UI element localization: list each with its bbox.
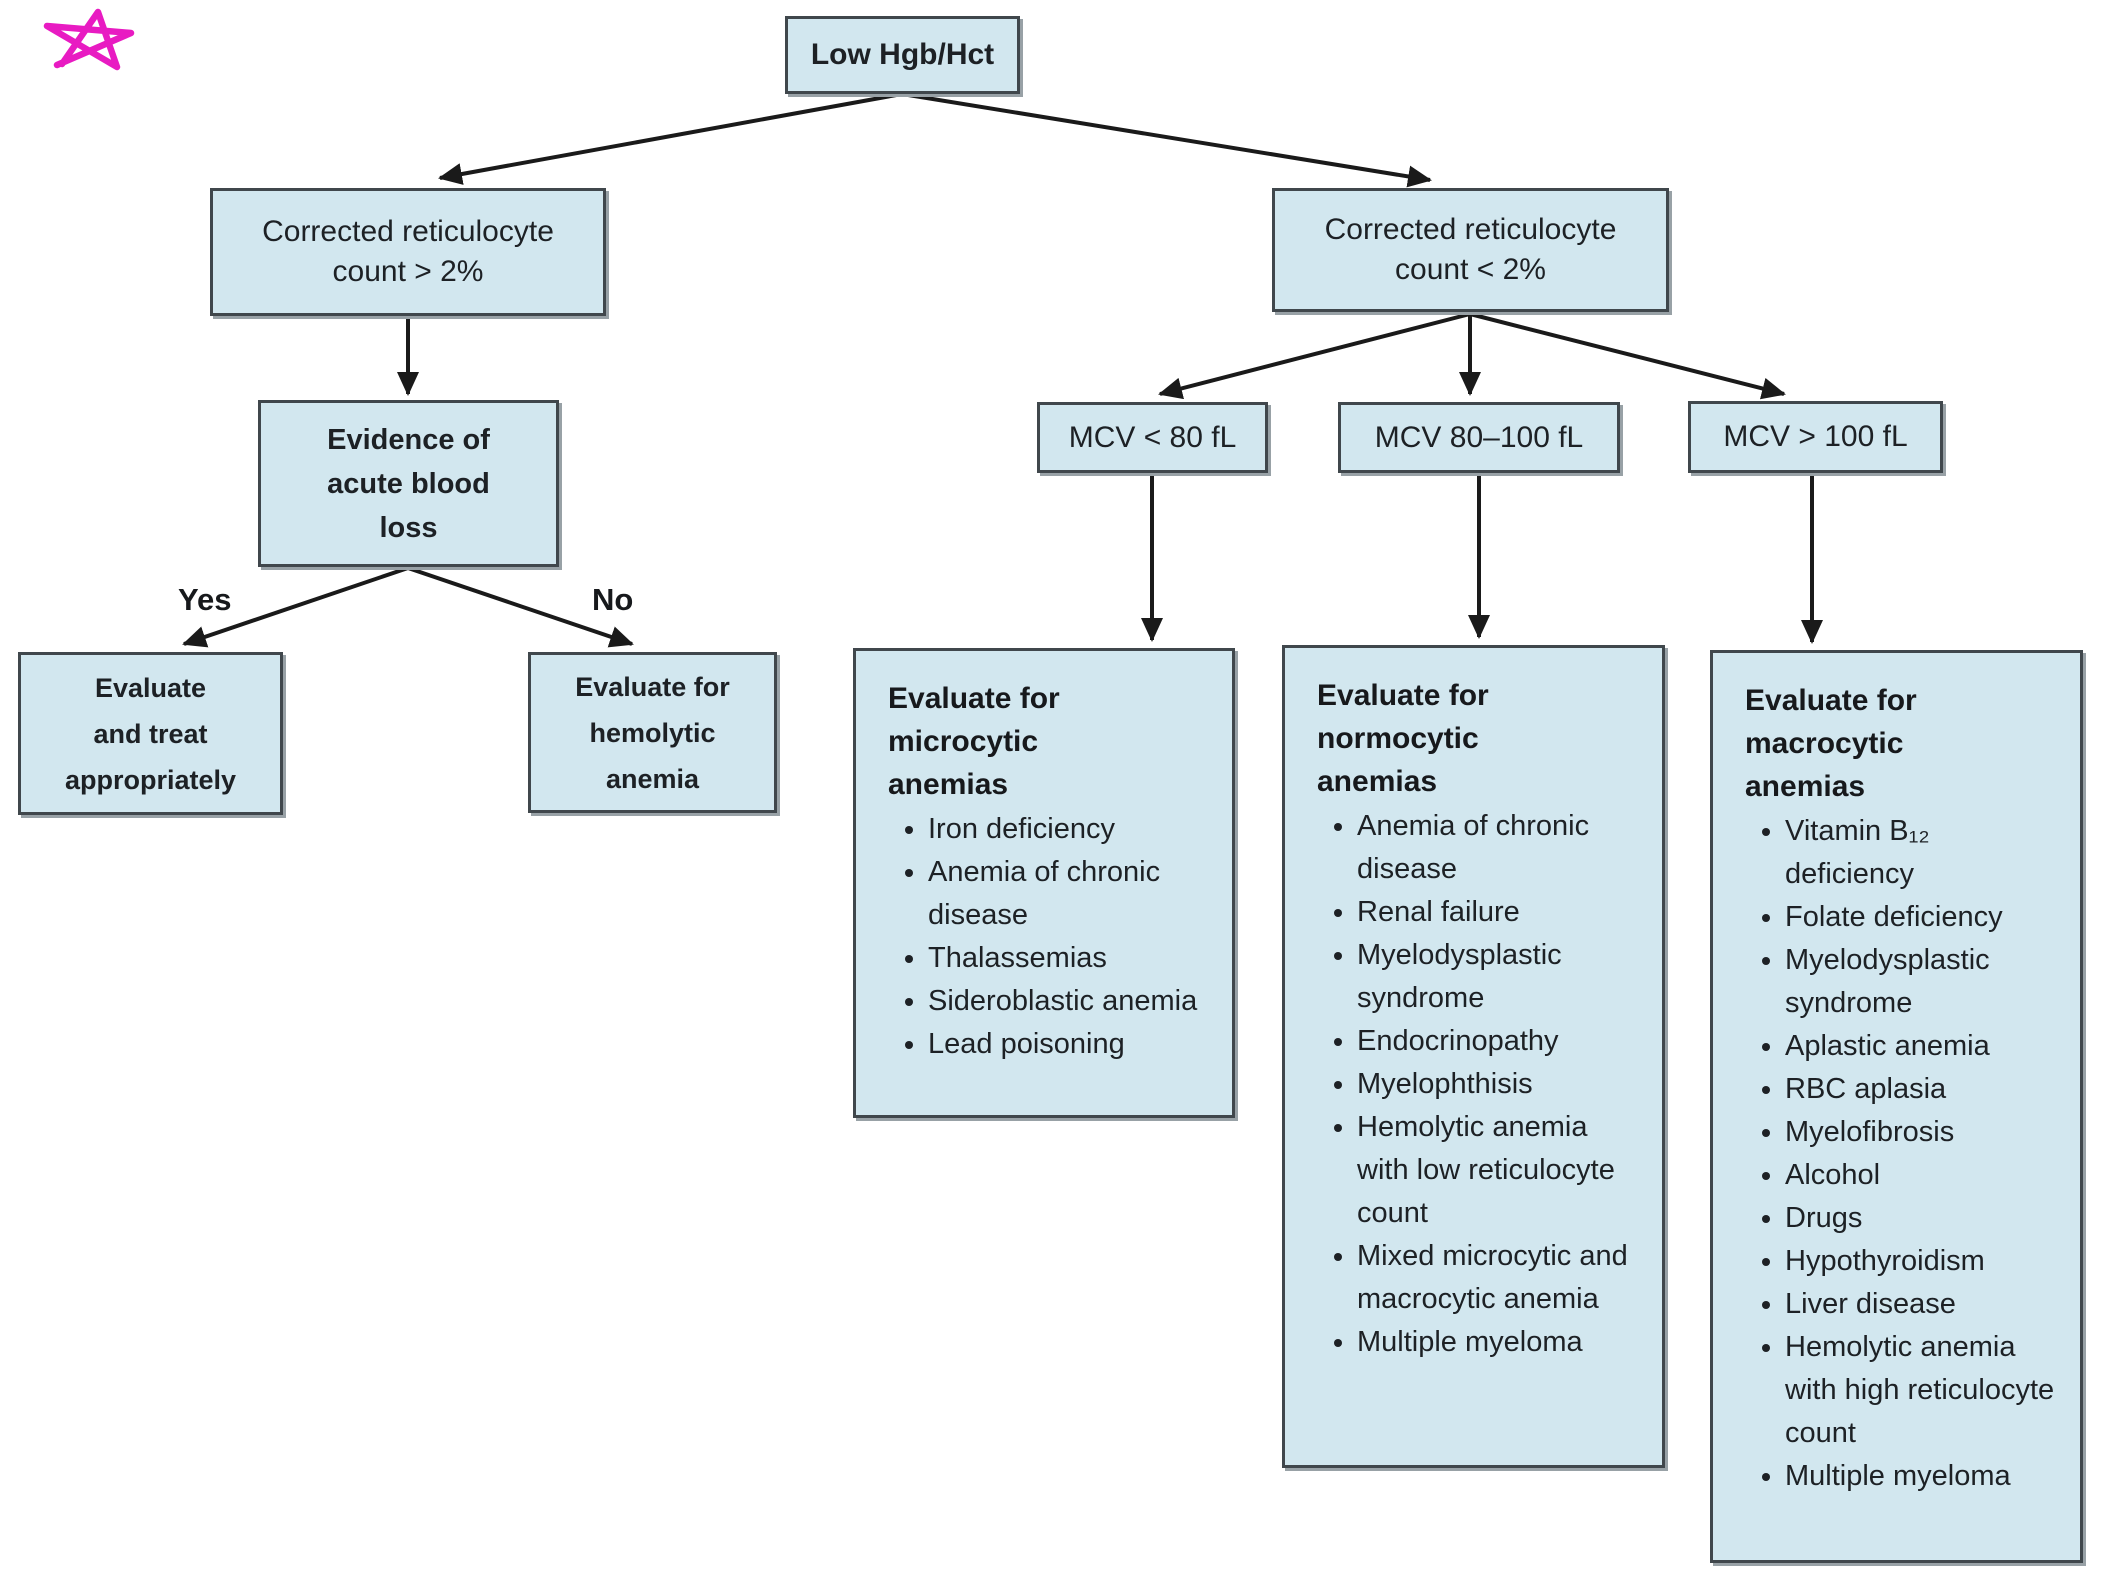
arrow-root-to-retic-high	[438, 92, 903, 185]
node-mcv-80-100: MCV 80–100 fL	[1338, 402, 1620, 473]
node-retic-count-high: Corrected reticulocyte count > 2%	[210, 188, 606, 316]
branch-label-yes: Yes	[178, 582, 232, 617]
node-mcv-80-100-label: MCV 80–100 fL	[1374, 420, 1584, 454]
box-macrocytic-anemias: Evaluate for macrocytic anemias Vitamin …	[1710, 650, 2083, 1563]
list-item: Hemolytic anemia with high reticulocyte …	[1785, 1326, 2064, 1455]
list-item: Thalassemias	[928, 937, 1216, 980]
node-mcv-over-100: MCV > 100 fL	[1688, 401, 1943, 473]
node-mcv-under-80-label: MCV < 80 fL	[1068, 420, 1237, 454]
arrow-retic-low-to-mcv-high	[1469, 312, 1786, 400]
node-mcv-over-100-label: MCV > 100 fL	[1723, 420, 1908, 453]
box-microcytic-anemias: Evaluate for microcytic anemias Iron def…	[853, 648, 1235, 1118]
node-evaluate-treat: Evaluate and treat appropriately	[18, 652, 283, 815]
node-retic-count-low: Corrected reticulocyte count < 2%	[1272, 188, 1669, 312]
star-doodle-icon	[43, 8, 135, 71]
list-item: Multiple myeloma	[1785, 1455, 2064, 1498]
list-item: Mixed microcytic and macrocytic anemia	[1357, 1235, 1646, 1321]
node-evaluate-hemolytic-label: Evaluate for hemolytic anemia	[575, 671, 730, 794]
arrow-root-to-retic-low	[901, 92, 1432, 188]
node-retic-count-low-label: Corrected reticulocyte count < 2%	[1324, 213, 1617, 286]
arrow-retic-low-to-mcv-low	[1158, 312, 1471, 400]
list-item: Myelofibrosis	[1785, 1111, 2064, 1154]
list-item: Myelodysplastic syndrome	[1785, 939, 2064, 1025]
box-normocytic-anemias: Evaluate for normocytic anemias Anemia o…	[1282, 645, 1665, 1468]
box-microcytic-list: Iron deficiencyAnemia of chronic disease…	[888, 808, 1216, 1066]
node-retic-count-high-label: Corrected reticulocyte count > 2%	[262, 215, 554, 288]
list-item: Renal failure	[1357, 891, 1646, 934]
list-item: Myelophthisis	[1357, 1063, 1646, 1106]
box-normocytic-title: Evaluate for normocytic anemias	[1317, 679, 1489, 798]
node-mcv-under-80: MCV < 80 fL	[1037, 402, 1268, 473]
list-item: Alcohol	[1785, 1154, 2064, 1197]
box-normocytic-list: Anemia of chronic diseaseRenal failureMy…	[1317, 805, 1646, 1364]
box-microcytic-title: Evaluate for microcytic anemias	[888, 682, 1060, 801]
list-item: Endocrinopathy	[1357, 1020, 1646, 1063]
list-item: Iron deficiency	[928, 808, 1216, 851]
list-item: RBC aplasia	[1785, 1068, 2064, 1111]
branch-label-no: No	[592, 582, 634, 617]
list-item: Sideroblastic anemia	[928, 980, 1216, 1023]
node-low-hgb-hct-label: Low Hgb/Hct	[810, 38, 995, 71]
list-item: Aplastic anemia	[1785, 1025, 2064, 1068]
list-item: Hypothyroidism	[1785, 1240, 2064, 1283]
box-macrocytic-list: Vitamin B₁₂ deficiencyFolate deficiencyM…	[1745, 810, 2064, 1498]
node-evaluate-hemolytic: Evaluate for hemolytic anemia	[528, 652, 777, 813]
list-item: Anemia of chronic disease	[928, 851, 1216, 937]
list-item: Hemolytic anemia with low reticulocyte c…	[1357, 1106, 1646, 1235]
list-item: Vitamin B₁₂ deficiency	[1785, 810, 2064, 896]
list-item: Drugs	[1785, 1197, 2064, 1240]
node-evidence-acute-blood-loss: Evidence of acute blood loss	[258, 400, 559, 567]
list-item: Folate deficiency	[1785, 896, 2064, 939]
list-item: Lead poisoning	[928, 1023, 1216, 1066]
box-macrocytic-title: Evaluate for macrocytic anemias	[1745, 684, 1917, 803]
node-evaluate-treat-label: Evaluate and treat appropriately	[64, 672, 237, 795]
list-item: Myelodysplastic syndrome	[1357, 934, 1646, 1020]
list-item: Anemia of chronic disease	[1357, 805, 1646, 891]
list-item: Liver disease	[1785, 1283, 2064, 1326]
node-low-hgb-hct: Low Hgb/Hct	[785, 16, 1020, 94]
list-item: Multiple myeloma	[1357, 1321, 1646, 1364]
node-evidence-label: Evidence of acute blood loss	[327, 423, 490, 544]
